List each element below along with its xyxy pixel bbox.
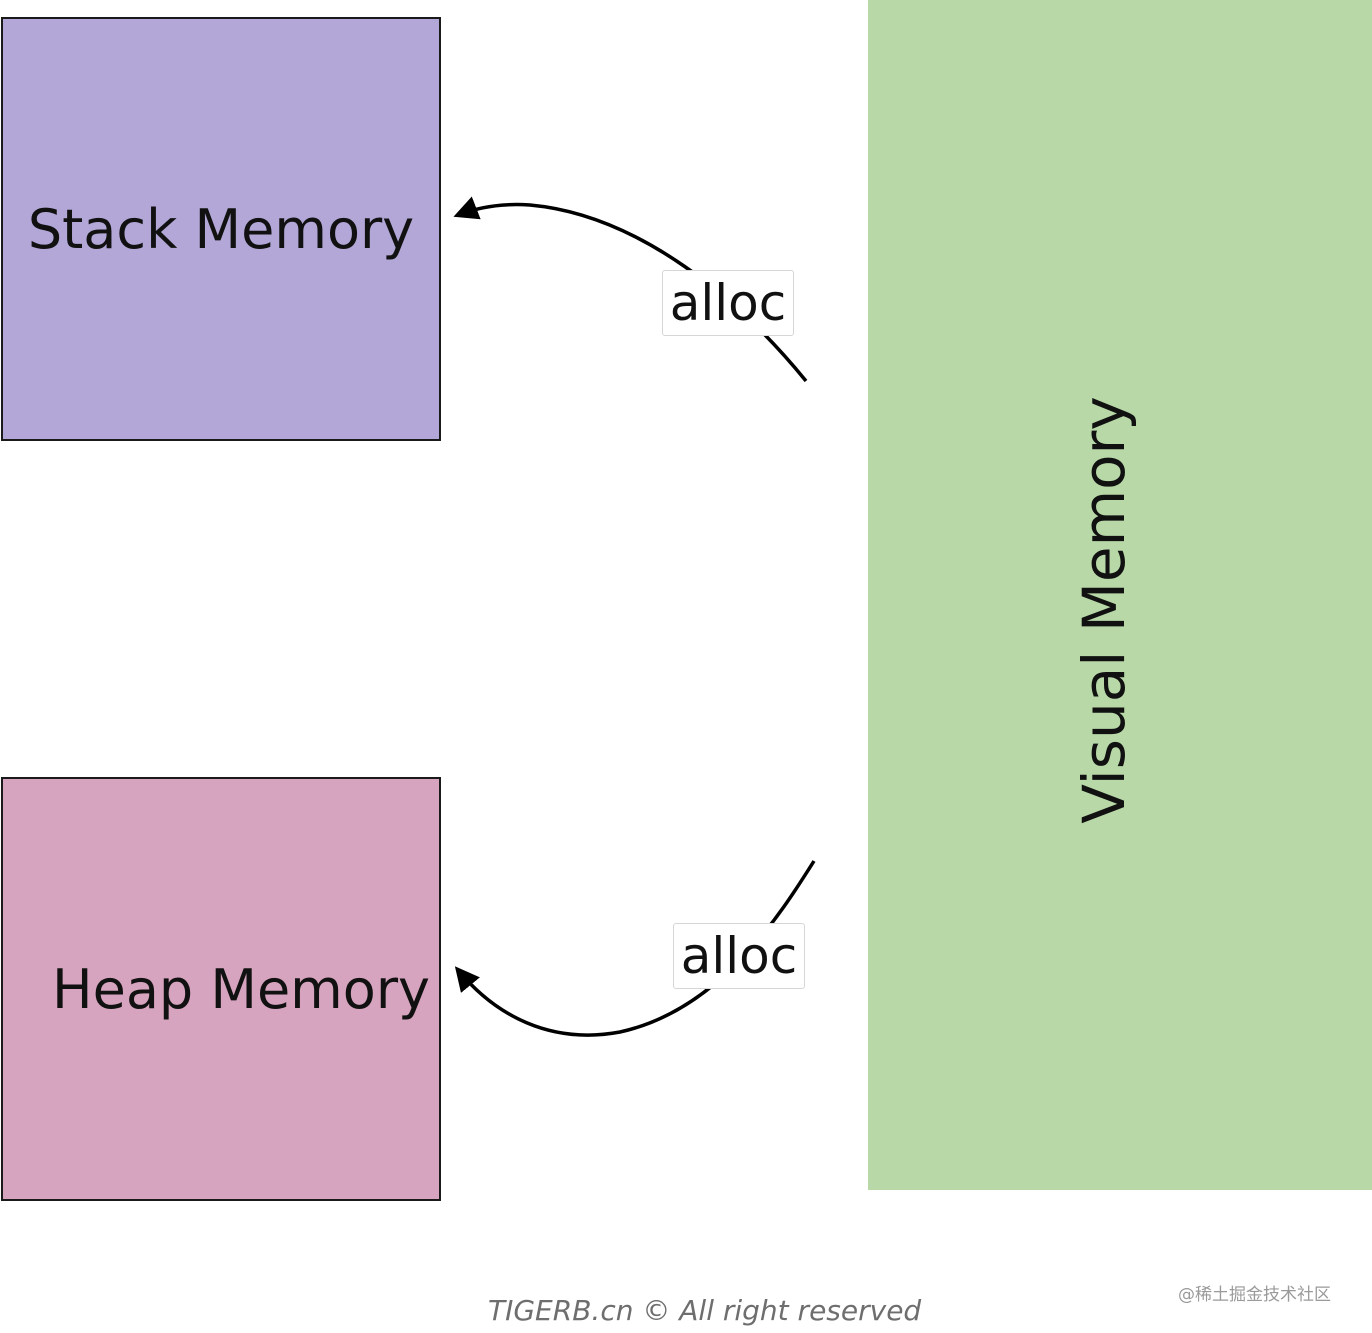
stack-memory-box: Stack Memory xyxy=(1,17,441,441)
copyright-text: TIGERB.cn © All right reserved xyxy=(488,1294,922,1327)
watermark-text: @稀土掘金技术社区 xyxy=(1178,1285,1331,1305)
heap-memory-box: Heap Memory xyxy=(1,777,441,1201)
heap-memory-label: Heap Memory xyxy=(52,957,430,1021)
alloc-label-stack: alloc xyxy=(662,270,794,336)
alloc-label-heap: alloc xyxy=(673,923,805,989)
visual-memory-label: Visual Memory xyxy=(1070,396,1138,824)
stack-memory-label: Stack Memory xyxy=(27,197,415,261)
visual-memory-box xyxy=(868,0,1372,1190)
